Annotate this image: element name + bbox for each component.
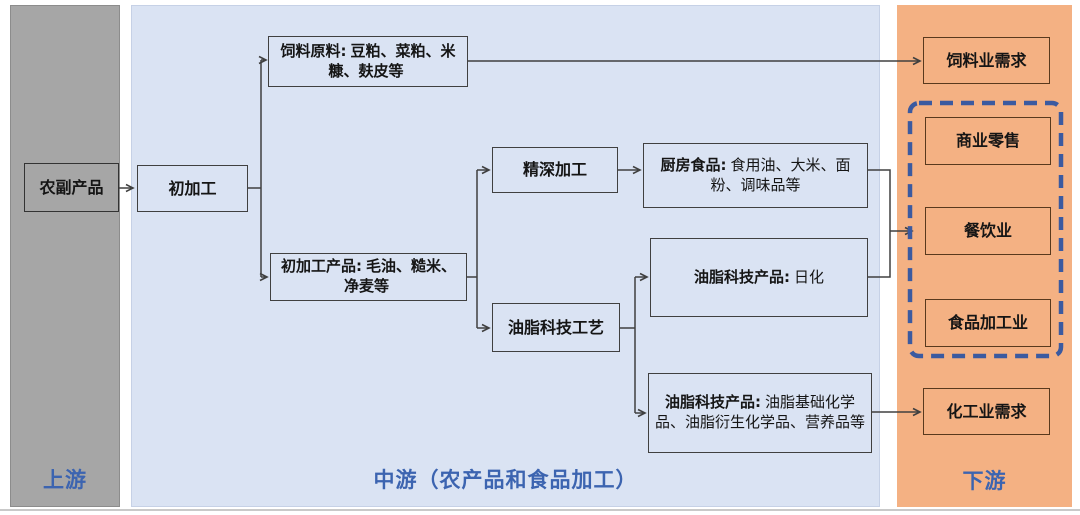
node-chem-demand: 化工业需求 xyxy=(923,388,1050,435)
bottom-divider xyxy=(0,509,1080,511)
downstream-label: 下游 xyxy=(962,469,1007,493)
upstream-panel: 上游 xyxy=(10,5,120,507)
node-oleo-products-daily: 油脂科技产品:日化 xyxy=(650,238,868,317)
midstream-label: 中游（农产品和食品加工） xyxy=(373,468,638,492)
node-retail: 商业零售 xyxy=(925,117,1051,165)
node-primary-products: 初加工产品:毛油、糙米、净麦等 xyxy=(270,253,467,301)
node-kitchen-food: 厨房食品:食用油、大米、面粉、调味品等 xyxy=(643,143,868,208)
node-oleo-products-chem: 油脂科技产品:油脂基础化学品、油脂衍生化学品、营养品等 xyxy=(648,373,872,453)
upstream-label: 上游 xyxy=(43,468,87,492)
node-primary-processing: 初加工 xyxy=(137,165,248,212)
node-agri-products: 农副产品 xyxy=(24,163,119,212)
node-oleo-tech-process: 油脂科技工艺 xyxy=(492,303,620,352)
node-catering: 餐饮业 xyxy=(925,207,1051,255)
node-feed-demand: 饲料业需求 xyxy=(923,37,1050,84)
node-deep-processing: 精深加工 xyxy=(492,147,618,193)
node-feed-materials: 饲料原料:豆粕、菜粕、米糠、麸皮等 xyxy=(268,36,468,87)
node-food-industry: 食品加工业 xyxy=(925,299,1051,347)
